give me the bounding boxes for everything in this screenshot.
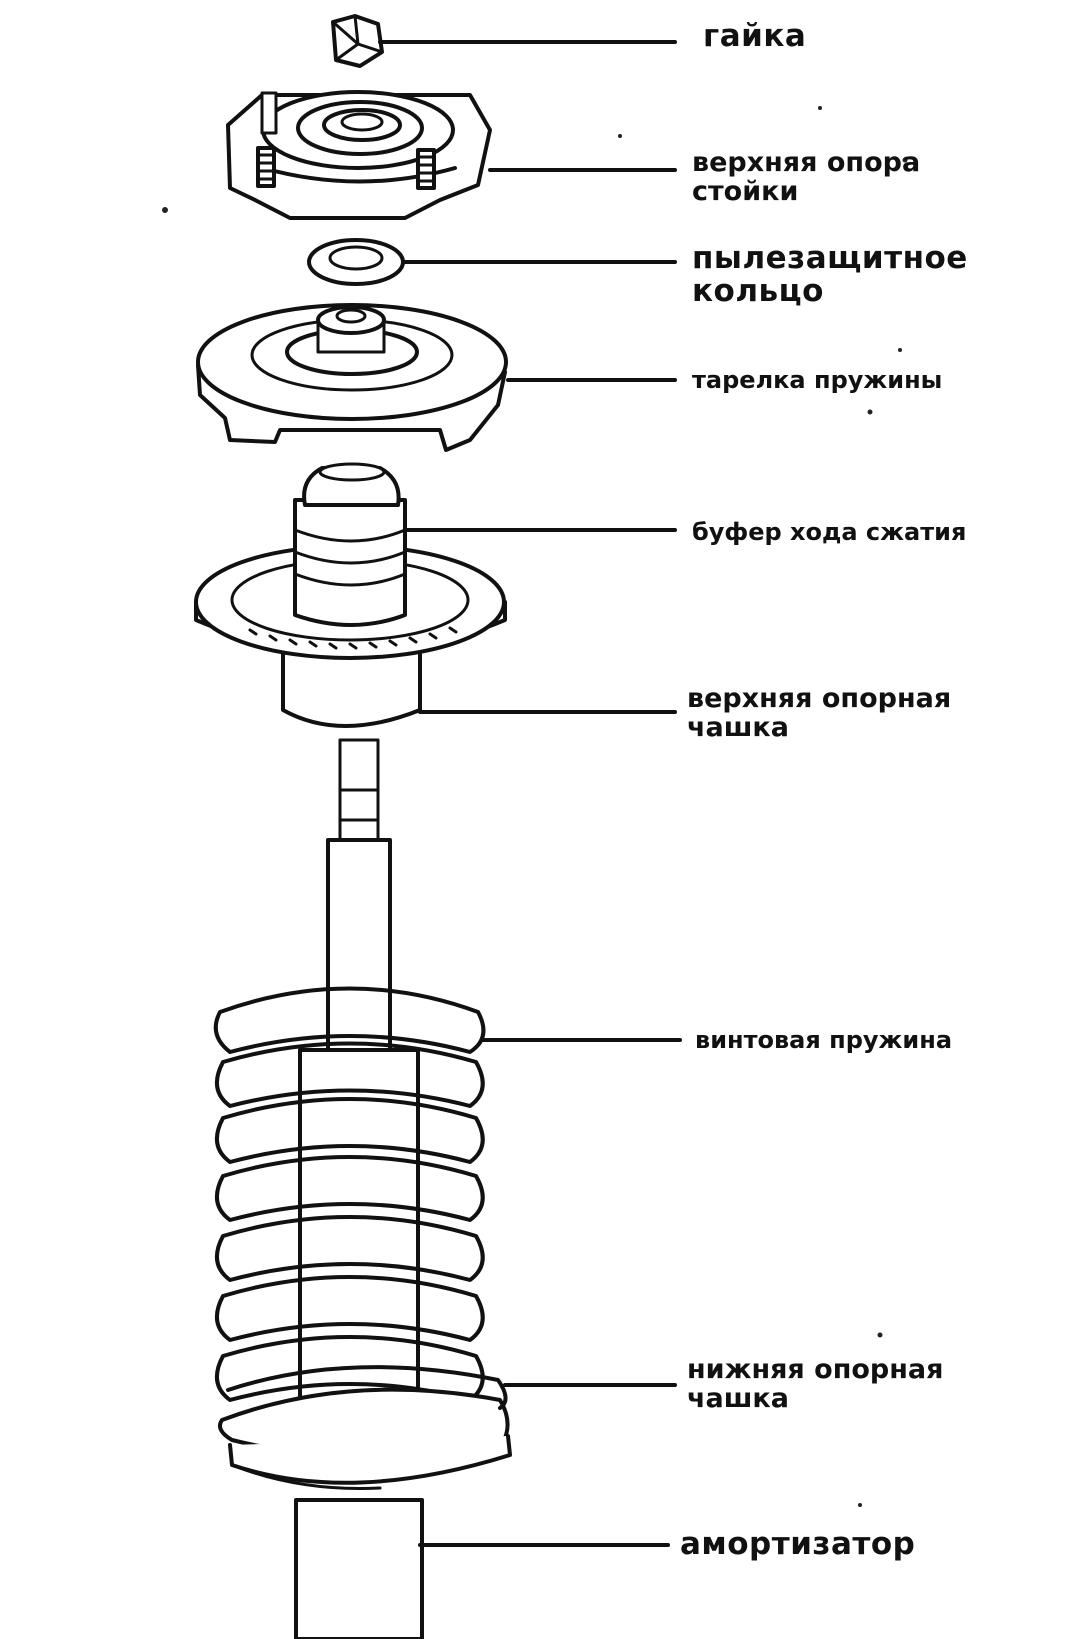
label-upper-spring-seat: верхняя опорная чашка [687,683,952,744]
bump-stop-drawing [293,462,407,627]
label-nut: гайка [703,18,807,54]
lower-spring-seat-drawing [218,1365,512,1490]
spring-plate-drawing [196,303,508,452]
label-spring-plate: тарелка пружины [692,366,943,394]
strut-top-mount-drawing [226,90,492,220]
leader-lines [378,40,682,1547]
shock-absorber-drawing [294,1048,424,1639]
scan-specks [162,106,908,1507]
coil-spring-drawing [213,986,486,1402]
piston-rod-drawing [326,738,392,1052]
label-coil-spring: винтовая пружина [695,1026,953,1054]
label-shock-absorber: амортизатор [680,1526,916,1562]
nut-drawing [331,14,384,68]
dust-ring-drawing [307,238,405,286]
label-bump-stop: буфер хода сжатия [692,518,967,546]
label-dust-ring: пылезащитное кольцо [692,240,968,310]
label-strut-top-mount: верхняя опора стойки [692,147,921,208]
label-lower-spring-seat: нижняя опорная чашка [687,1354,944,1415]
